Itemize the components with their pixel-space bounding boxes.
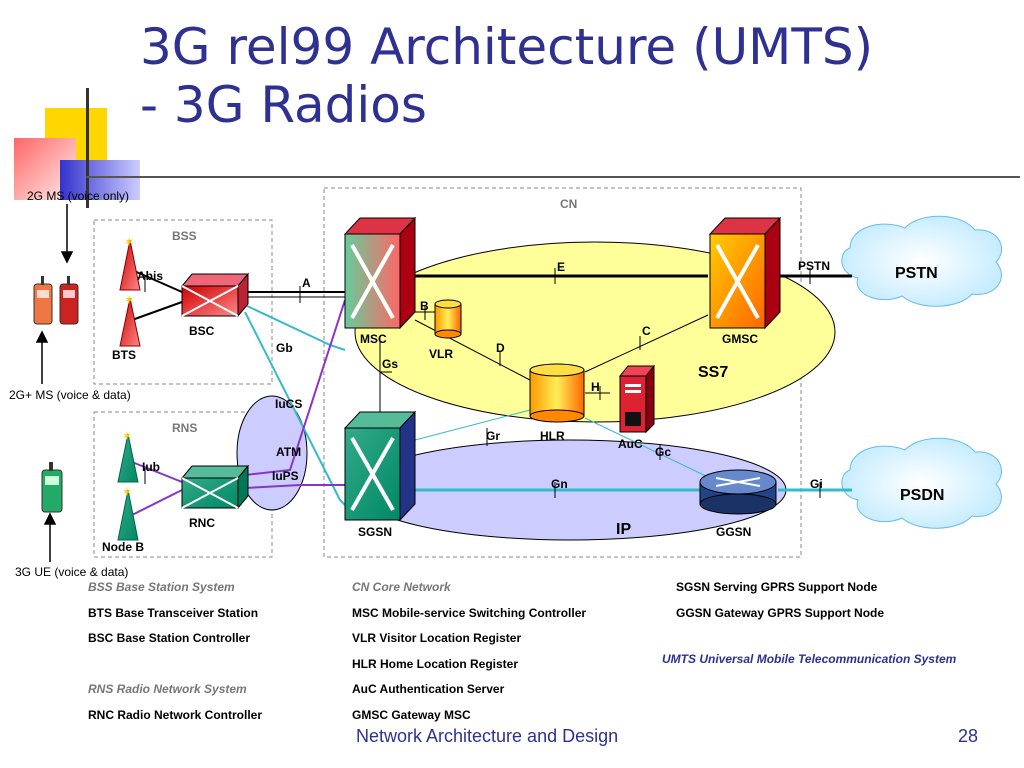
title-line-2: - 3G Radios (140, 76, 427, 134)
page-number: 28 (958, 726, 979, 746)
pstn-cloud-label: PSTN (895, 265, 938, 282)
legend-vlr: VLR Visitor Location Register (352, 631, 522, 645)
vlr-label: VLR (429, 347, 453, 361)
bts-tower-icon-1: ✶ (119, 235, 141, 291)
title-rule (86, 176, 1020, 178)
ue-3g-label: 3G UE (voice & data) (15, 565, 128, 579)
legend-msc: MSC Mobile-service Switching Controller (352, 606, 587, 620)
legend-rnc: RNC Radio Network Controller (88, 708, 263, 722)
bts-label: BTS (112, 348, 136, 362)
hlr-icon (529, 363, 585, 423)
atm-ellipse (236, 395, 308, 511)
title-line-1: 3G rel99 Architecture (UMTS) (140, 18, 874, 76)
links (131, 268, 852, 516)
psdn-cloud-label: PSDN (900, 487, 944, 504)
page-title: 3G rel99 Architecture (UMTS) - 3G Radios (140, 18, 873, 134)
bss-box (93, 219, 273, 385)
legend-bsc: BSC Base Station Controller (88, 631, 251, 645)
gmsc-icon (708, 216, 782, 330)
sgsn-label: SGSN (358, 525, 392, 539)
rns-box-label: RNS (172, 421, 197, 435)
ms-2g-label: 2G MS (voice only) (27, 189, 129, 203)
legend-sgsn: SGSN Serving GPRS Support Node (676, 580, 878, 594)
bss-box-label: BSS (172, 229, 197, 243)
iups-label: IuPS (272, 469, 299, 483)
legend-rns: RNS Radio Network System (88, 682, 247, 696)
gr-label: Gr (486, 429, 500, 443)
ip-label: IP (616, 521, 631, 538)
msc-icon (343, 216, 417, 330)
svg-text:✶: ✶ (122, 429, 132, 443)
legend-bss: BSS Base Station System (88, 580, 235, 594)
d-label: D (496, 341, 505, 355)
psdn-cloud: PSDN (841, 437, 1002, 529)
ss7-label: SS7 (698, 364, 728, 381)
legend-auc: AuC Authentication Server (352, 682, 505, 696)
msc-label: MSC (360, 332, 387, 346)
gi-label: Gi (810, 477, 823, 491)
b-label: B (420, 299, 429, 313)
abis-label: Abis (137, 269, 163, 283)
gs-label: Gs (382, 357, 398, 371)
a-label: A (302, 276, 311, 290)
legend-ggsn: GGSN Gateway GPRS Support Node (676, 606, 885, 620)
sgsn-icon (343, 410, 417, 522)
bsc-label: BSC (189, 324, 215, 338)
iub-label: Iub (142, 460, 160, 474)
iucs-label: IuCS (275, 397, 302, 411)
rnc-icon (180, 464, 250, 510)
legend-bts: BTS Base Transceiver Station (88, 606, 259, 620)
auc-label: AuC (618, 437, 643, 451)
bsc-icon (180, 272, 250, 318)
bts-tower-icon-2: ✶ (119, 293, 141, 347)
gn-label: Gn (551, 477, 568, 491)
mobile-phone-icon-2g-2 (59, 276, 79, 325)
nodeb-tower-icon-2: ✶ (117, 485, 139, 541)
h-label: H (591, 380, 600, 394)
hlr-label: HLR (540, 429, 565, 443)
pstn-interface-label: PSTN (798, 259, 830, 273)
legend-umts: UMTS Universal Mobile Telecommunication … (662, 652, 957, 666)
gmsc-label: GMSC (722, 332, 758, 346)
atm-label: ATM (276, 445, 301, 459)
svg-text:✶: ✶ (124, 235, 134, 249)
arrows (35, 204, 74, 562)
mobile-phone-icon-3g (41, 462, 63, 513)
c-label: C (642, 324, 651, 338)
ms-2gplus-label: 2G+ MS (voice & data) (9, 388, 131, 402)
legend-gmsc: GMSC Gateway MSC (352, 708, 471, 722)
rnc-label: RNC (189, 516, 215, 530)
mobile-phone-icon-2g-1 (33, 276, 53, 325)
legend-hlr: HLR Home Location Register (352, 657, 519, 671)
svg-text:✶: ✶ (124, 293, 134, 307)
gb-label: Gb (276, 341, 293, 355)
ggsn-icon (699, 469, 777, 515)
svg-text:✶: ✶ (122, 485, 132, 499)
gc-label: Gc (655, 445, 671, 459)
legend-cn: CN Core Network (352, 580, 451, 594)
pstn-cloud: PSTN (841, 215, 1002, 307)
nodeb-tower-icon-1: ✶ (117, 429, 139, 483)
e-label: E (557, 260, 565, 274)
vlr-icon (434, 299, 462, 339)
auc-icon (618, 364, 656, 434)
footer-text: Network Architecture and Design (356, 726, 619, 746)
nodeb-label: Node B (102, 540, 144, 554)
decor-squares (0, 0, 140, 208)
cn-box-label: CN (560, 197, 577, 211)
ggsn-label: GGSN (716, 525, 751, 539)
